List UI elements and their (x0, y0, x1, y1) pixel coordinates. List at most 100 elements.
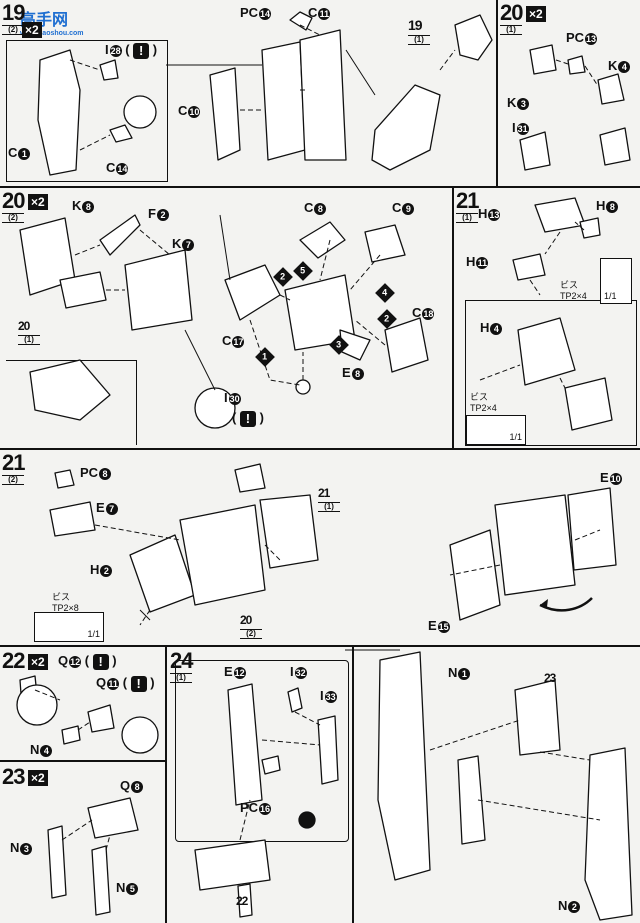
part-arm-cover (371, 84, 441, 171)
step-24: 24 (1) (170, 648, 194, 683)
step-22: 22 (2, 648, 26, 673)
part-subassembly-20-1 (59, 271, 107, 309)
part-i30 (295, 379, 311, 395)
step-21-1: 21 (1) (456, 188, 480, 223)
part-n1 (377, 651, 431, 881)
part-h8 (579, 217, 601, 239)
part-e15 (449, 529, 501, 621)
section-divider (0, 186, 640, 188)
caution-icon: ! (133, 42, 150, 59)
part-c11 (299, 29, 347, 161)
part-n2 (584, 747, 633, 921)
column-divider (496, 0, 498, 186)
step-23: 23 (2, 764, 26, 789)
screw-box-a: 1/1 (600, 258, 632, 304)
detail-callout-circle (123, 95, 157, 129)
subassembly-frame (6, 360, 137, 445)
part-c8 (299, 221, 346, 259)
part-n3 (47, 825, 67, 899)
column-divider (352, 645, 354, 923)
part-c9 (364, 224, 406, 263)
step-20-1-ref: 20 (1) (18, 318, 40, 345)
column-divider (452, 186, 454, 448)
part-h11 (512, 253, 546, 281)
detail-callout-circle (121, 716, 159, 754)
step-19-1-ref: 19 (1) (408, 18, 430, 45)
step-20-2-multiplier: ×2 (28, 194, 48, 210)
part-k4 (597, 73, 625, 105)
part-h13 (534, 197, 586, 233)
part-h4 (517, 317, 576, 386)
part-h4-joint (564, 377, 613, 431)
part-foot-frame (194, 839, 271, 891)
part-e12 (227, 683, 263, 806)
part-completed-body (29, 359, 111, 421)
step-23-multiplier: ×2 (28, 770, 48, 786)
part-c14 (109, 124, 133, 143)
rotation-arrowhead (540, 599, 548, 607)
part-q8 (87, 797, 139, 839)
caution-icon: ! (239, 410, 256, 427)
part-joint (599, 127, 631, 166)
step-19-2: 19 (2) (2, 0, 26, 35)
section-divider (0, 448, 640, 450)
part-black-disc (298, 811, 316, 829)
caution-note: ( ! ) (232, 410, 264, 427)
part-pc16 (261, 755, 281, 775)
part-f2 (99, 214, 141, 256)
part-q11 (87, 704, 115, 733)
part-e10-block (494, 494, 576, 596)
screw-box-b: 1/1 (466, 415, 526, 445)
part-c18 (384, 317, 429, 373)
part-i32 (287, 687, 303, 713)
part-i28 (99, 59, 119, 81)
part-leg-inner (457, 755, 486, 845)
part-c17 (224, 264, 281, 321)
step-20-1-multiplier: ×2 (526, 6, 546, 22)
subassembly-frame (6, 40, 168, 182)
caution-icon: ! (92, 653, 109, 670)
part-n4 (61, 725, 81, 745)
part-subassembly-21-1 (259, 494, 319, 569)
part-c1 (37, 49, 81, 176)
part-n5 (91, 845, 111, 916)
part-c10 (209, 67, 241, 161)
step-20-2-ref: 20 (2) (240, 612, 262, 639)
part-pc14 (289, 11, 313, 31)
part-foot-post (237, 883, 253, 918)
step-22-ref: 22 (236, 894, 248, 908)
part-shoulder (454, 14, 493, 61)
rotation-arrow (539, 597, 593, 612)
step-20-2: 20 (2) (2, 188, 26, 223)
